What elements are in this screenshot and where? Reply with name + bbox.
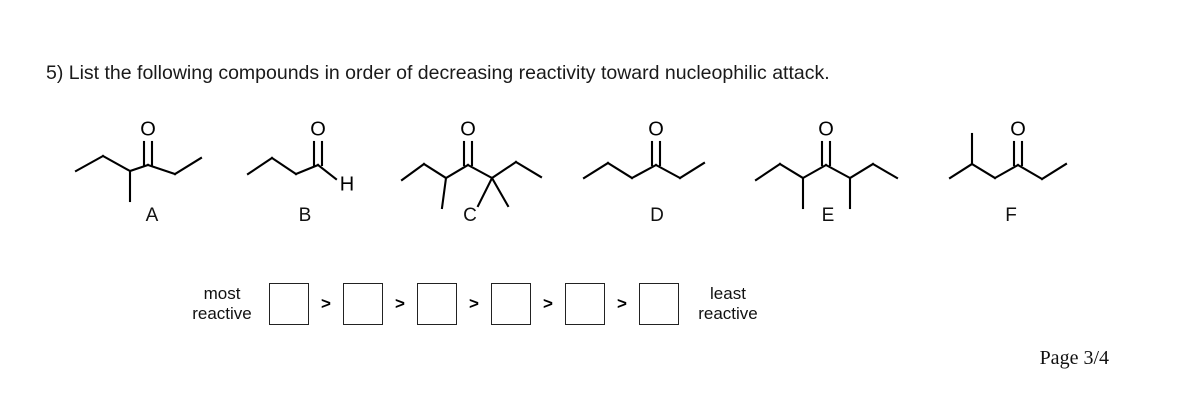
- bond-line: [778, 162, 805, 180]
- bond-line: [400, 162, 426, 182]
- oxygen-atom-label: O: [818, 118, 834, 140]
- answer-box-4[interactable]: [491, 283, 531, 325]
- bond-line: [444, 163, 470, 180]
- answer-box-3[interactable]: [417, 283, 457, 325]
- oxygen-atom-label: O: [140, 118, 156, 140]
- least-reactive-label: least reactive: [689, 284, 767, 324]
- bond-line: [476, 176, 494, 208]
- bond-line: [490, 160, 518, 180]
- bond-line: [74, 154, 105, 173]
- bond-line: [514, 160, 543, 179]
- oxygen-atom-label: O: [460, 118, 476, 140]
- bond-line: [871, 162, 899, 180]
- answer-box-5[interactable]: [565, 283, 605, 325]
- structure-a: O: [60, 108, 250, 233]
- answer-sequence-row: most reactive > > > > > least reactive: [183, 283, 767, 325]
- answer-box-1[interactable]: [269, 283, 309, 325]
- bond-line: [101, 154, 132, 173]
- structure-letter-d: D: [650, 205, 664, 226]
- bond-line: [754, 162, 782, 182]
- bond-line: [294, 163, 320, 176]
- bond-line: [801, 163, 828, 180]
- structure-letter-f: F: [1005, 205, 1017, 226]
- oxygen-atom-label: O: [648, 118, 664, 140]
- hydrogen-atom-label: H: [340, 173, 354, 195]
- bond-line: [128, 163, 150, 173]
- bond-line: [440, 176, 448, 210]
- least-reactive-line2: reactive: [698, 304, 758, 323]
- bond-line: [654, 163, 682, 180]
- bond-line: [824, 163, 852, 180]
- bond-line: [678, 161, 706, 180]
- structure-letter-c: C: [463, 205, 477, 226]
- most-reactive-label: most reactive: [183, 284, 261, 324]
- greater-than-separator: >: [321, 294, 331, 313]
- bond-line: [173, 156, 203, 176]
- bond-line: [630, 163, 658, 180]
- answer-box-6[interactable]: [639, 283, 679, 325]
- bond-line: [490, 176, 510, 208]
- bond-line: [606, 161, 634, 180]
- bond-line: [146, 163, 177, 176]
- bond-line: [970, 162, 997, 180]
- structure-letter-e: E: [821, 205, 835, 226]
- most-reactive-line2: reactive: [192, 304, 252, 323]
- bond-line: [582, 161, 610, 180]
- bond-line: [422, 162, 448, 180]
- bond-line: [246, 156, 274, 176]
- answer-boxes-container: > > > > >: [269, 283, 679, 325]
- bond-line: [993, 163, 1020, 180]
- least-reactive-line1: least: [710, 284, 746, 303]
- bond-line: [1040, 162, 1068, 181]
- page-footer: Page 3/4: [1039, 347, 1109, 369]
- oxygen-atom-label: O: [310, 118, 326, 140]
- structure-c: O: [398, 108, 588, 233]
- oxygen-atom-label: O: [1010, 118, 1026, 140]
- greater-than-separator: >: [617, 294, 627, 313]
- structure-d: O: [578, 108, 768, 233]
- bond-line: [270, 156, 298, 176]
- greater-than-separator: >: [543, 294, 553, 313]
- structure-letters-row: A B C D E F: [0, 205, 1187, 231]
- structure-letter-b: B: [298, 205, 312, 226]
- bond-line: [466, 163, 494, 180]
- greater-than-separator: >: [469, 294, 479, 313]
- bond-line: [316, 163, 338, 181]
- question-text: 5) List the following compounds in order…: [46, 62, 830, 84]
- greater-than-separator: >: [395, 294, 405, 313]
- structure-letter-a: A: [145, 205, 159, 226]
- bond-line: [848, 162, 875, 180]
- structure-f: O: [948, 108, 1140, 233]
- bond-line: [1016, 163, 1044, 181]
- structure-e: O: [740, 108, 930, 233]
- answer-box-2[interactable]: [343, 283, 383, 325]
- most-reactive-line1: most: [203, 284, 241, 303]
- bond-line: [948, 162, 974, 180]
